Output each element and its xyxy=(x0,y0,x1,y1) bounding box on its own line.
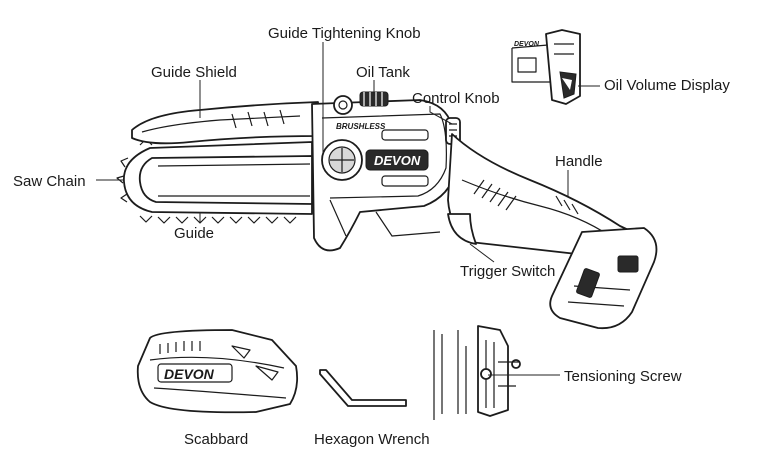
label-saw-chain: Saw Chain xyxy=(13,173,86,190)
label-tensioning-screw: Tensioning Screw xyxy=(564,368,682,385)
hexagon-wrench-illustration xyxy=(319,369,407,407)
tensioning-screw-detail xyxy=(433,325,521,420)
motor-housing: BRUSHLESS xyxy=(311,99,457,252)
label-handle: Handle xyxy=(555,153,603,170)
labels: Guide Tightening Knob Guide Shield Oil T… xyxy=(13,25,730,448)
battery-pack xyxy=(549,227,658,330)
label-trigger-switch: Trigger Switch xyxy=(460,263,555,280)
label-control-knob: Control Knob xyxy=(412,90,500,107)
body-logo-plate: DEVON xyxy=(365,129,429,187)
label-oil-tank: Oil Tank xyxy=(356,64,410,81)
guide-shield xyxy=(131,101,319,145)
label-hexagon-wrench: Hexagon Wrench xyxy=(314,431,430,448)
leader-lines xyxy=(96,42,600,376)
label-oil-volume-display: Oil Volume Display xyxy=(604,77,730,94)
body-logo-text: DEVON xyxy=(374,153,421,168)
label-guide-tightening-knob: Guide Tightening Knob xyxy=(268,25,421,42)
oil-tank-cap xyxy=(359,91,389,107)
motor-badge-text: BRUSHLESS xyxy=(336,122,386,131)
guide-bar xyxy=(138,155,313,205)
scabbard-illustration: DEVON xyxy=(136,329,299,414)
guide-tightening-knob xyxy=(321,95,363,181)
oil-volume-display-inset: DEVON xyxy=(511,29,581,105)
chainsaw-illustration: BRUSHLESS DEVON xyxy=(116,91,658,330)
inset-logo-text: DEVON xyxy=(514,41,540,48)
label-guide-shield: Guide Shield xyxy=(151,64,237,81)
label-guide: Guide xyxy=(174,225,214,242)
label-scabbard: Scabbard xyxy=(184,431,248,448)
trigger-switch xyxy=(447,213,477,245)
scabbard-logo-text: DEVON xyxy=(164,366,215,382)
